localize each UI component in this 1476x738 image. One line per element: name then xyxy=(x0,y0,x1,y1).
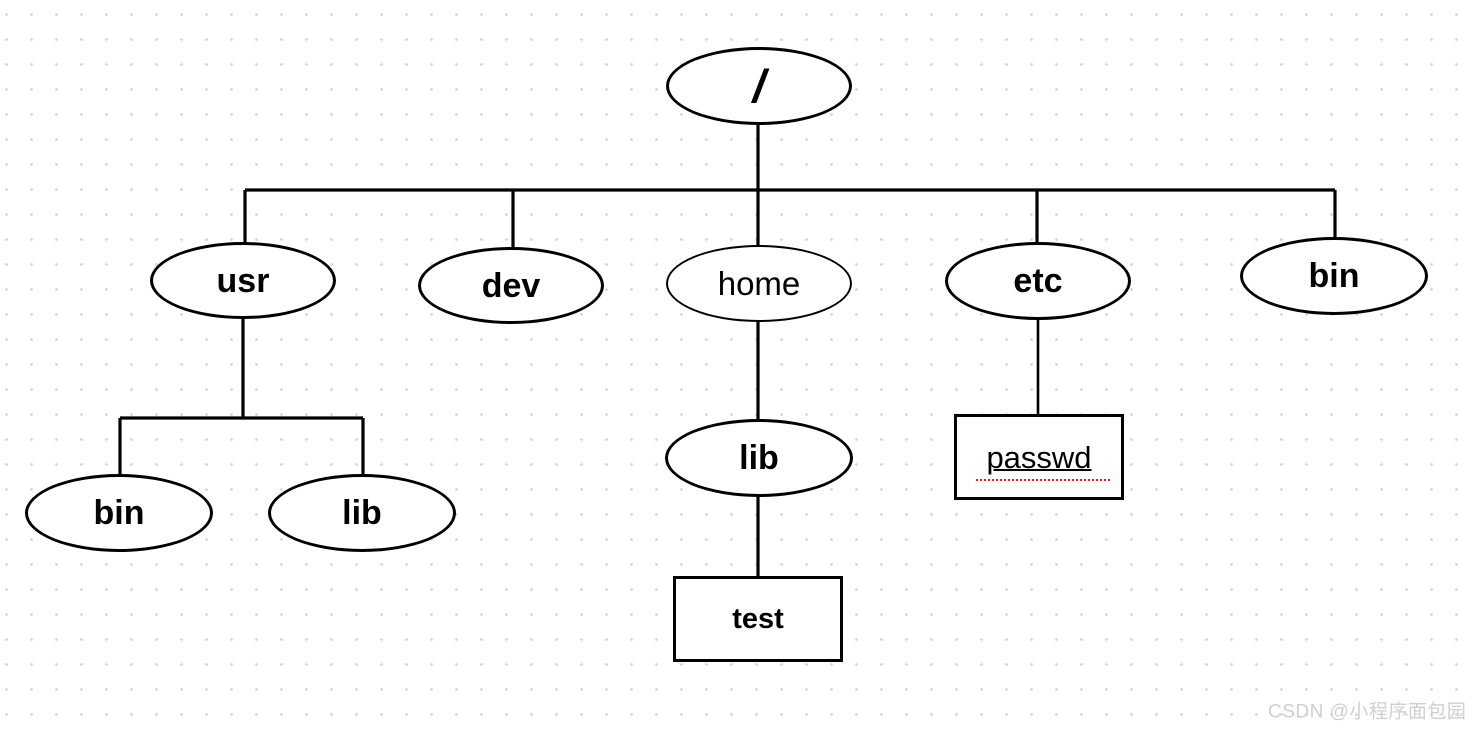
node-bin-root[interactable]: bin xyxy=(1240,237,1428,315)
node-usr[interactable]: usr xyxy=(150,242,336,319)
node-usr-lib[interactable]: lib xyxy=(268,474,456,552)
node-usr-label: usr xyxy=(216,261,270,300)
node-home-label: home xyxy=(717,265,801,302)
node-home-lib[interactable]: lib xyxy=(665,419,853,497)
spellcheck-underline xyxy=(976,479,1110,481)
node-root[interactable]: / xyxy=(666,47,852,125)
node-passwd-label: passwd xyxy=(986,439,1092,475)
watermark: CSDN @小程序面包园 xyxy=(1268,701,1467,723)
node-dev[interactable]: dev xyxy=(418,247,604,324)
node-etc[interactable]: etc xyxy=(945,242,1131,320)
node-test[interactable]: test xyxy=(673,576,843,662)
node-home-lib-label: lib xyxy=(739,439,779,477)
node-usr-bin-label: bin xyxy=(93,494,145,532)
node-passwd[interactable]: passwd xyxy=(954,414,1124,500)
node-dev-label: dev xyxy=(481,266,541,305)
node-usr-bin[interactable]: bin xyxy=(25,474,213,552)
node-root-label: / xyxy=(752,60,766,112)
node-home[interactable]: home xyxy=(666,245,852,322)
node-etc-label: etc xyxy=(1013,262,1063,300)
node-usr-lib-label: lib xyxy=(342,494,382,532)
node-bin-root-label: bin xyxy=(1308,257,1360,295)
node-test-label: test xyxy=(732,602,784,635)
